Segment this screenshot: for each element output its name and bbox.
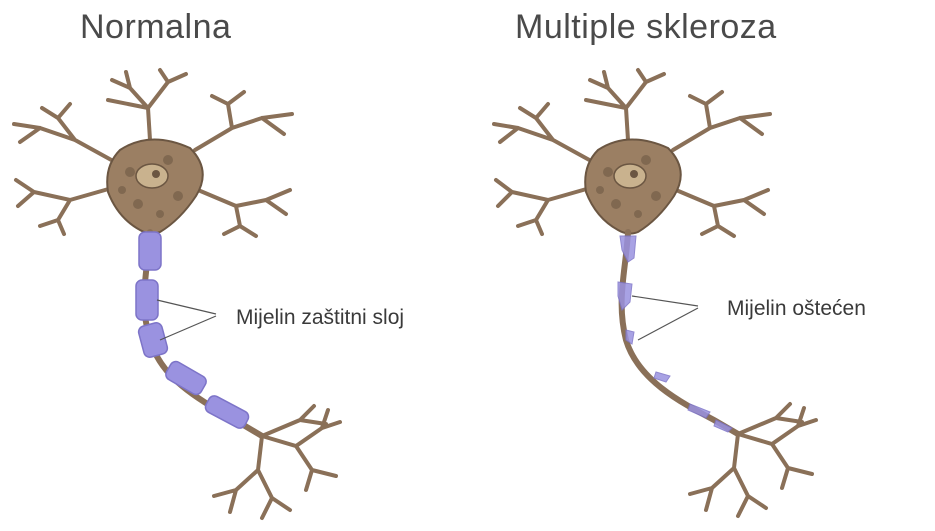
label-myelin-damaged: Mijelin oštećen xyxy=(727,297,866,321)
axon xyxy=(622,232,738,434)
label-myelin-protective: Mijelin zaštitni sloj xyxy=(236,306,404,330)
nucleus xyxy=(136,164,168,188)
nucleus xyxy=(614,164,646,188)
myelin-sheath xyxy=(136,232,251,430)
ms-neuron-illustration xyxy=(480,0,935,531)
normal-neuron-illustration xyxy=(0,0,480,531)
label-pointer-lines xyxy=(632,296,698,340)
label-pointer-lines xyxy=(157,300,216,340)
damaged-myelin xyxy=(618,236,732,432)
axon-terminals xyxy=(690,404,816,516)
